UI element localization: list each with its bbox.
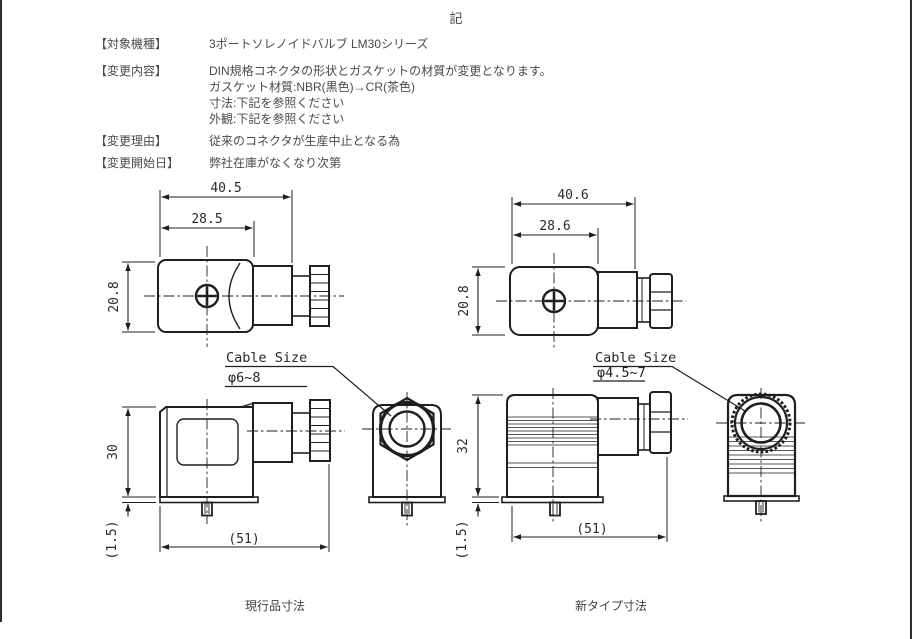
terminal-pin	[549, 501, 561, 517]
screw-cross	[544, 291, 564, 311]
pin-slot	[758, 502, 764, 513]
gland-body	[597, 271, 638, 329]
dim-body-width-new: 28.6	[539, 219, 570, 234]
dim-height-new: 20.8	[457, 285, 472, 316]
hex-nut	[379, 396, 435, 462]
current-side-view: 30 (1.5) (51) Cable Size φ6~8	[105, 350, 392, 560]
cable-size-title-new: Cable Size	[595, 350, 676, 366]
knurled-ring	[730, 392, 792, 454]
dim-side-height-new: 32	[456, 438, 471, 454]
field-label: 【変更理由】	[95, 134, 168, 148]
extension-lines	[122, 406, 330, 552]
gland-cap-ribs	[310, 274, 329, 318]
gland-cap-ribs	[310, 408, 330, 452]
connector-body	[726, 393, 797, 498]
dim-overall-width-current: 40.5	[210, 181, 241, 196]
extension-lines	[472, 394, 668, 542]
page-title: 記	[449, 11, 463, 26]
terminal-pin	[401, 501, 413, 517]
current-top-view: 40.5 28.5 20.8	[107, 181, 344, 347]
dim-overall-width-new: 40.6	[557, 188, 588, 203]
dim-side-height-current: 30	[106, 444, 121, 460]
gland-body	[252, 402, 293, 463]
new-rear-view	[716, 388, 807, 522]
extension-lines	[472, 197, 636, 336]
pin-slot	[552, 503, 558, 514]
dim-overall-length-new: (51)	[576, 522, 607, 537]
dim-height-current: 20.8	[107, 281, 122, 312]
body-arc	[228, 262, 241, 330]
change-line: 外観:下記を参照ください	[209, 112, 345, 126]
pin-slot	[404, 503, 410, 514]
field-label: 【変更内容】	[95, 64, 168, 78]
gland-cap	[309, 265, 330, 327]
leader-line	[593, 365, 746, 412]
new-top-view: 40.6 28.6 20.8	[457, 188, 686, 349]
change-line: 寸法:下記を参照ください	[209, 96, 345, 110]
field-label: 【変更開始日】	[95, 156, 180, 170]
field-label: 【対象機種】	[95, 37, 168, 51]
leader-line	[225, 365, 392, 417]
screw-head-icon	[194, 283, 220, 309]
current-rear-view	[362, 392, 452, 527]
body-chamfer	[240, 402, 255, 408]
field-value: 3ポートソレノイドバルブ LM30シリーズ	[209, 37, 429, 51]
field-value: 弊社在庫がなくなり次第	[209, 156, 342, 170]
connector-body	[159, 406, 254, 498]
hex-cap-flats	[650, 291, 672, 311]
hex-cap-flats	[650, 411, 671, 433]
screw-cross	[197, 286, 217, 306]
terminal-pin	[755, 500, 767, 515]
new-side-view: 32 (1.5) (51) Cable Size φ4.5~7	[455, 350, 746, 560]
screw-head-icon	[541, 288, 567, 314]
caption-new-type: 新タイプ寸法	[575, 599, 648, 613]
change-line: DIN規格コネクタの形状とガスケットの材質が変更となります。	[209, 64, 552, 78]
page-border-right	[910, 0, 912, 639]
change-line: ガスケット材質:NBR(黒色)→CR(茶色)	[209, 80, 415, 94]
gland-hex-cap	[649, 391, 672, 454]
caption-current-product: 現行品寸法	[245, 599, 306, 613]
cable-size-value-current: φ6~8	[228, 370, 261, 386]
gland-collar	[636, 277, 651, 323]
extension-lines	[122, 190, 293, 333]
gland-body	[597, 397, 639, 456]
terminal-pin	[201, 501, 213, 517]
field-value: 従来のコネクタが生産中止となる為	[209, 134, 401, 148]
connector-body	[372, 404, 442, 498]
gland-ring	[733, 395, 789, 451]
cable-size-title-current: Cable Size	[226, 350, 307, 366]
gland-neck	[291, 412, 311, 454]
cable-size-value-new: φ4.5~7	[597, 365, 646, 381]
dim-body-width-current: 28.5	[191, 212, 222, 227]
cable-hole	[740, 402, 782, 444]
body-fins	[507, 416, 598, 468]
gland-cap	[309, 399, 331, 462]
label-window	[176, 418, 239, 466]
dim-gasket-new: (1.5)	[455, 520, 470, 559]
connector-body	[506, 394, 599, 498]
dim-overall-length-current: (51)	[228, 532, 259, 547]
dim-gasket-current: (1.5)	[105, 520, 120, 559]
field-value: DIN規格コネクタの形状とガスケットの材質が変更となります。 ガスケット材質:N…	[209, 63, 552, 127]
pin-slot	[204, 503, 210, 514]
cable-hole	[388, 410, 426, 448]
page-border-left	[0, 0, 2, 622]
gland-body	[252, 265, 293, 326]
gland-hex-cap	[649, 273, 673, 329]
